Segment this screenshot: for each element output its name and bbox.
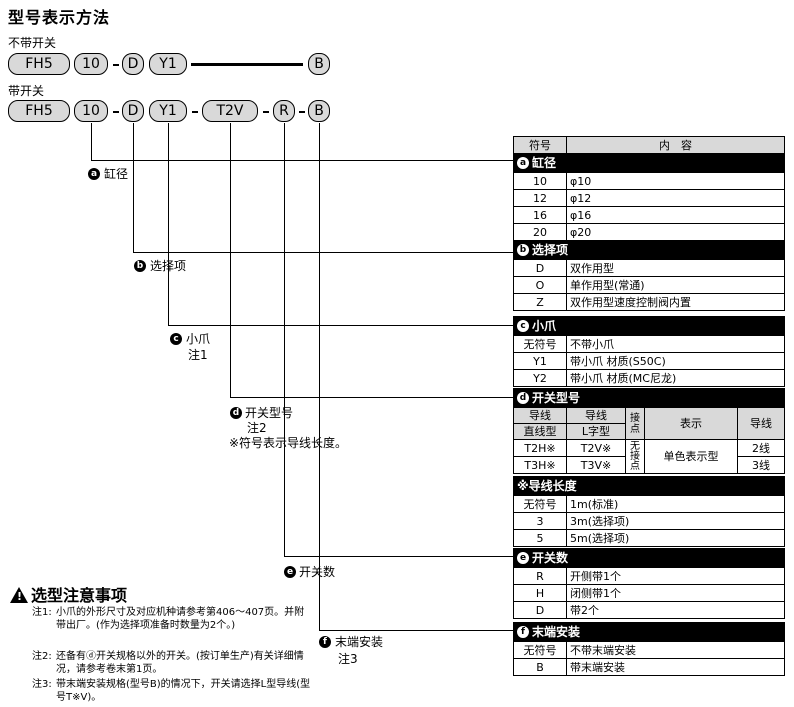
callout-label-count: 开关数: [299, 565, 336, 579]
callout-extra-switch: ※符号表示导线长度。: [229, 436, 348, 450]
callout-marker-c: c: [170, 333, 182, 345]
note-item: 注3:带末端安装规格(型号B)的情况下，开关请选择L型导线(型号T※V)。: [32, 679, 311, 703]
code-pill-switch: T2V: [202, 100, 258, 122]
no-switch-label: 不带开关: [8, 36, 57, 50]
skip-line: [191, 63, 303, 66]
header-symbol: 符号: [513, 136, 567, 154]
connector-e-h: [284, 556, 513, 557]
callout-label-claw: 小爪: [186, 332, 211, 346]
connector-e-v: [284, 123, 285, 556]
table-row: T3H※ T3V※ 3线: [513, 456, 785, 474]
note-item: 注2:还备有ⓓ开关规格以外的开关。(按订单生产)有关详细情况，请参考卷末第1页。: [32, 651, 304, 675]
connector-f-h: [319, 630, 513, 631]
note-item: 注1:小爪的外形尺寸及对应机种请参考第406～407页。并附带出厂。(作为选择项…: [32, 607, 305, 631]
code-pill-end: B: [308, 100, 330, 122]
separator-dash: [263, 111, 269, 113]
callout-marker-f: f: [319, 636, 331, 648]
connector-f-v: [319, 123, 320, 630]
code-pill-claw: Y1: [149, 100, 187, 122]
code-pill-count: R: [273, 100, 295, 122]
callout-note-end: 注3: [338, 652, 358, 666]
table-row: T2H※ T2V※ 无接点 单色表示型 2线: [513, 439, 785, 474]
callout-label-option: 选择项: [150, 259, 187, 273]
warning-icon: !: [10, 587, 28, 603]
connector-a-v: [91, 123, 92, 160]
page-title: 型号表示方法: [8, 8, 111, 27]
section-lead-length: ※导线长度: [513, 476, 785, 496]
connector-b-h: [133, 252, 513, 253]
callout-marker-e: e: [284, 566, 296, 578]
code-pill-fh5: FH5: [8, 100, 70, 122]
connector-c-v: [168, 123, 169, 325]
header-content: 内 容: [566, 136, 785, 154]
code-pill-bore: 10: [74, 53, 108, 75]
code-pill-end: B: [308, 53, 330, 75]
code-pill-option: D: [122, 53, 144, 75]
separator-dash: [192, 111, 198, 113]
callout-note-claw: 注1: [188, 348, 208, 362]
table-row: 无符号不带末端安装: [513, 641, 785, 659]
separator-dash: [113, 111, 119, 113]
callout-note-switch: 注2: [247, 421, 267, 435]
connector-d-h: [230, 397, 513, 398]
code-pill-fh5: FH5: [8, 53, 70, 75]
connector-d-v: [230, 123, 231, 397]
separator-dash: [113, 64, 119, 66]
callout-label-bore: 缸径: [104, 167, 129, 181]
notes-title: !选型注意事项: [10, 582, 127, 606]
with-switch-label: 带开关: [8, 84, 45, 98]
code-pill-bore: 10: [74, 100, 108, 122]
connector-c-h: [168, 325, 513, 326]
table-row: 无符号不带小爪: [513, 335, 785, 353]
callout-label-switch: 开关型号: [245, 406, 294, 420]
callout-label-end: 末端安装: [335, 635, 384, 649]
separator-dash: [299, 111, 305, 113]
callout-marker-d: d: [230, 407, 242, 419]
code-pill-claw: Y1: [149, 53, 187, 75]
callout-marker-b: b: [134, 260, 146, 272]
code-pill-option: D: [122, 100, 144, 122]
callout-marker-a: a: [88, 168, 100, 180]
connector-a-h: [91, 160, 513, 161]
connector-b-v: [133, 123, 134, 252]
